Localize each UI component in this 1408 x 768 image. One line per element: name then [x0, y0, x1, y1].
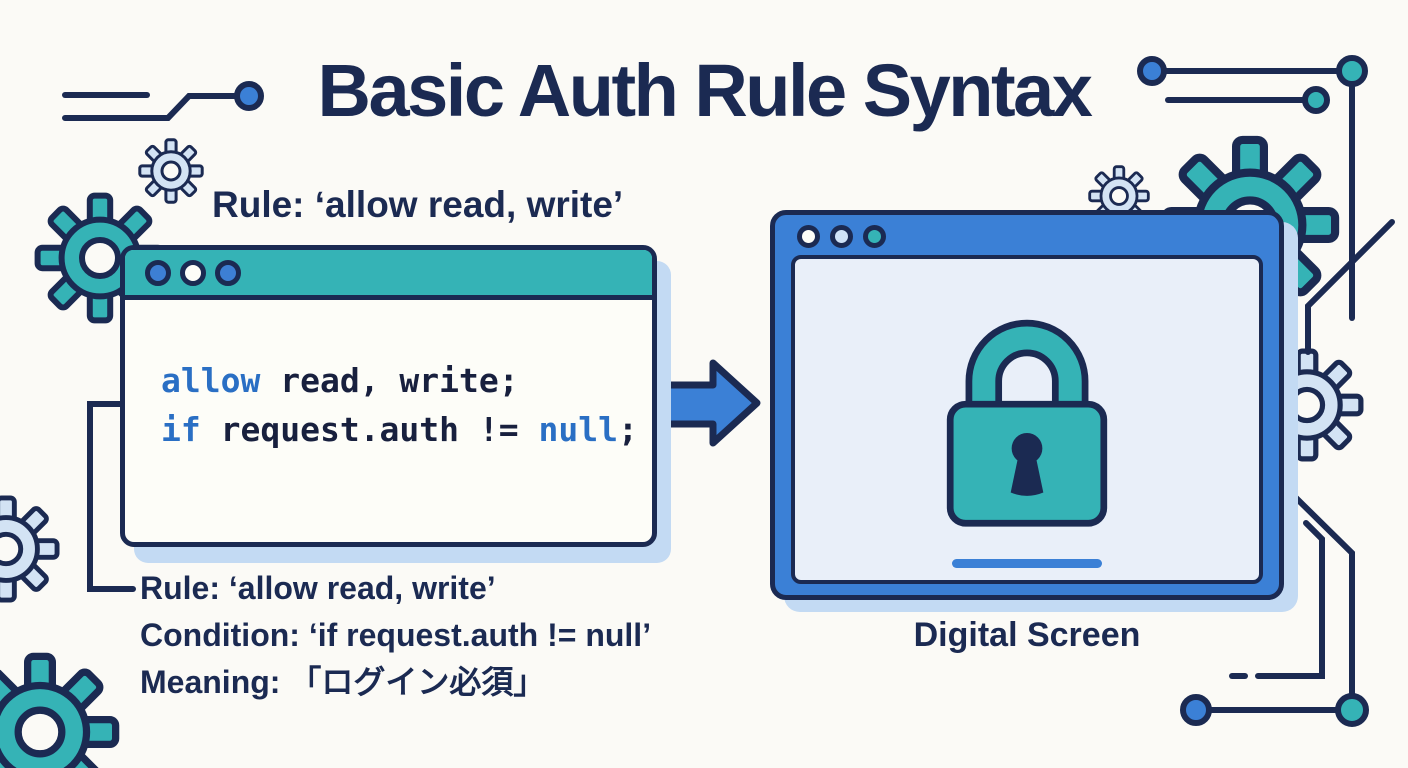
code-text: ; — [618, 410, 638, 449]
code-line: if request.auth != null; — [161, 405, 652, 454]
screen-window-titlebar — [775, 215, 1279, 248]
code-text: request.auth != — [200, 410, 539, 449]
gear-icon — [138, 138, 204, 204]
window-dot-icon — [145, 259, 171, 286]
page-title: Basic Auth Rule Syntax — [317, 49, 1093, 132]
circuit-lines — [62, 68, 1395, 713]
rule-notes: Rule: ‘allow read, write’ Condition: ‘if… — [140, 565, 651, 706]
code-text: read, write; — [260, 361, 519, 400]
window-dot-icon — [215, 259, 241, 286]
window-dot-icon — [180, 259, 206, 286]
code-block: allow read, write; if request.auth != nu… — [125, 300, 652, 454]
rule-label: Rule: ‘allow read, write’ — [212, 184, 624, 225]
screen-underline — [952, 559, 1102, 568]
code-window-titlebar — [125, 250, 652, 300]
window-dot-icon — [797, 225, 820, 248]
code-keyword: null — [538, 410, 618, 449]
code-keyword: allow — [161, 361, 261, 400]
note-meaning: Meaning: 「ログイン必須」 — [140, 664, 546, 700]
gear-icon — [0, 656, 116, 768]
note-condition: Condition: ‘if request.auth != null’ — [140, 617, 652, 653]
screen-panel — [791, 255, 1263, 584]
connector-bracket — [87, 401, 136, 592]
lock-icon — [946, 319, 1108, 527]
digital-screen-window — [770, 210, 1284, 600]
window-dot-icon — [863, 225, 886, 248]
code-line: allow read, write; — [161, 356, 652, 405]
screen-caption: Digital Screen — [913, 616, 1141, 654]
circuit-nodes — [234, 55, 1369, 727]
code-editor-window: allow read, write; if request.auth != nu… — [120, 245, 657, 547]
window-dot-icon — [830, 225, 853, 248]
arrow-icon — [652, 359, 761, 447]
code-keyword: if — [161, 410, 201, 449]
note-rule: Rule: ‘allow read, write’ — [140, 570, 496, 606]
gear-icon — [0, 498, 57, 600]
